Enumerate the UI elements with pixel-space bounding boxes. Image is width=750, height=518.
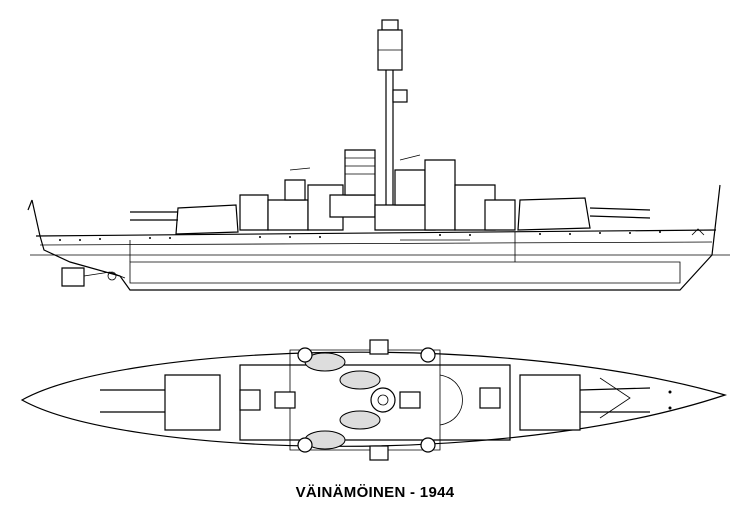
funnel xyxy=(344,149,376,196)
armor-belt xyxy=(129,261,681,284)
deck-outline xyxy=(20,351,728,447)
funnel-plan xyxy=(370,387,396,413)
side-profile xyxy=(27,19,730,291)
superstructure xyxy=(267,149,516,231)
portholes xyxy=(59,231,661,241)
deck-line xyxy=(35,229,717,237)
boat xyxy=(329,194,376,218)
fore-turret-plan xyxy=(519,374,581,431)
aft-turret-plan xyxy=(164,374,221,431)
propeller xyxy=(107,271,117,281)
fore-turret xyxy=(517,197,651,231)
mast xyxy=(377,19,408,205)
plan-view xyxy=(20,339,728,461)
aft-turret xyxy=(130,194,269,235)
superstructure-plan xyxy=(239,364,511,441)
rudder xyxy=(61,267,85,287)
hull-outline xyxy=(31,184,721,291)
drawing-caption: VÄINÄMÖINEN - 1944 xyxy=(295,484,455,501)
